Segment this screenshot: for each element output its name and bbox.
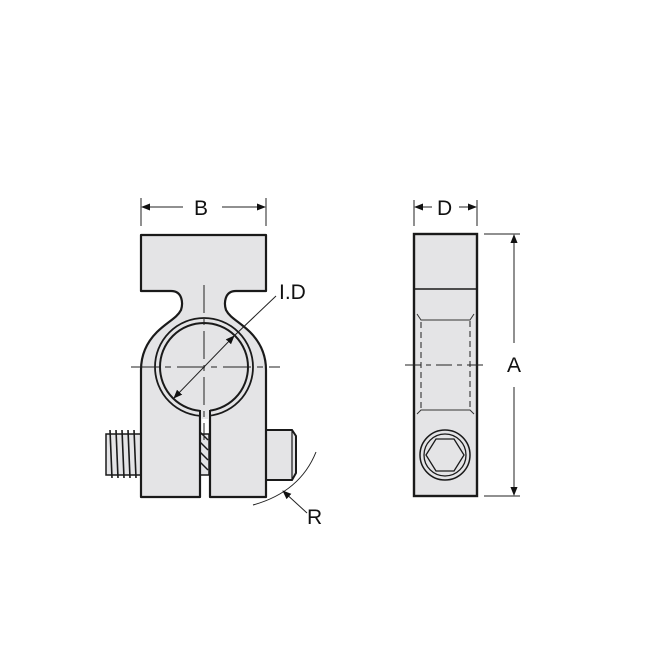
b-dimension [140,198,267,226]
a-label: A [507,354,521,377]
d-label: D [437,197,452,220]
side-view: D A [405,197,521,498]
radius-leader [282,490,308,514]
radius-arc [252,451,317,506]
hex-socket-icon [425,438,465,472]
left-thread-stud [105,429,143,479]
id-label: I.D [279,281,306,304]
id-dimension-line [173,335,235,399]
screw-socket-inner [423,433,467,477]
a-dimension [484,233,520,497]
r-label: R [307,506,322,529]
d-dimension [413,200,478,226]
b-label: B [194,197,208,220]
front-view: I.D B R [105,197,322,529]
